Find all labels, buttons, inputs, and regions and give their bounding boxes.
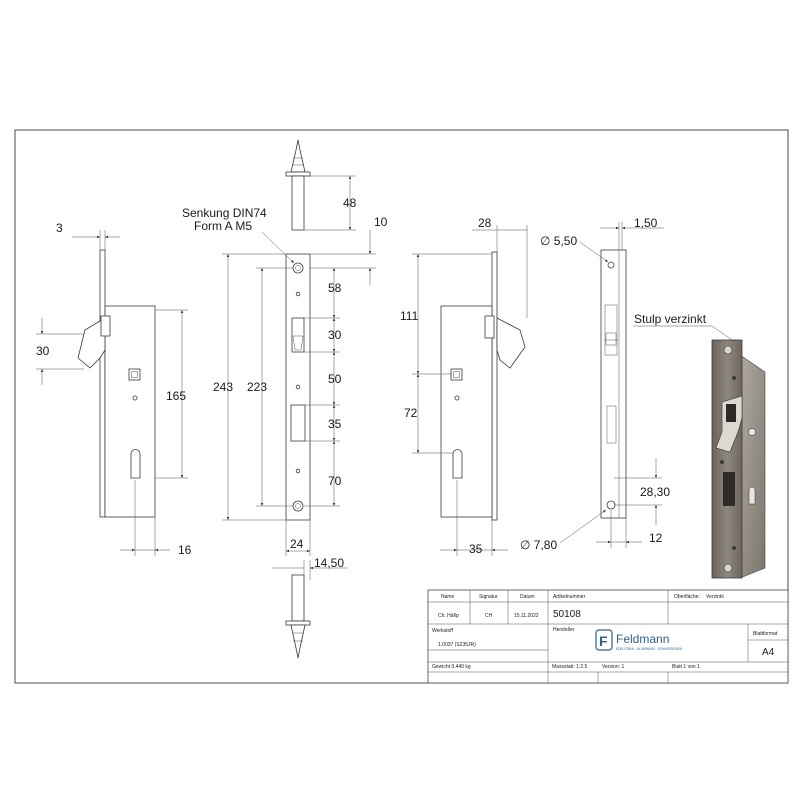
dim-30-side: 30 [36,344,50,358]
right-cylinder-hole [452,449,463,479]
left-cylinder-hole [130,449,141,479]
dim-111: 111 [400,309,419,323]
top-bolt-body [291,175,305,231]
tb-manufacturer-label: Hersteller [553,627,575,633]
dim-16: 16 [178,543,192,557]
right-latch [496,317,526,369]
dim-dia-7-80: ∅ 7,80 [520,538,557,552]
bottom-bolt-body [291,574,305,622]
latch-slot [291,317,305,353]
bottom-screw-hole [292,500,304,512]
deadbolt-slot [290,404,306,442]
bottom-bolt-collar [285,620,311,626]
dim-3: 3 [56,221,63,235]
dim-28-30: 28,30 [640,485,670,499]
rendered-lock-image [633,325,766,579]
dim-48: 48 [343,196,357,210]
section-top-hole [607,261,615,269]
dim-35-bottom: 35 [469,542,483,556]
top-bolt-collar [285,171,311,177]
front-faceplate-view [222,139,376,659]
tb-signature-value: CH [485,613,493,619]
left-case [104,305,156,518]
right-case [440,305,493,518]
tb-sheet-value: Blatt 1 von 1 [672,664,700,670]
dim-dia-5-50: ∅ 5,50 [540,234,577,248]
tb-format-label: Blattformat [753,631,778,637]
dim-14-50: 14,50 [314,556,344,570]
dim-223: 223 [247,380,267,394]
left-pin [132,395,138,401]
section-plate [600,249,627,519]
dim-243: 243 [213,380,233,394]
bottom-bolt-tip [290,624,306,659]
left-latch-block [100,315,111,337]
tb-material-value: 1.0037 (S235JR) [438,642,476,648]
dim-165: 165 [166,389,186,403]
tb-version-value: Version: 1 [602,664,624,670]
dim-58: 58 [328,281,342,295]
tb-date-value: 15.11.2022 [514,613,539,619]
title-block [427,589,789,684]
right-latch-block [484,315,495,339]
left-faceplate [99,249,106,518]
dim-72: 72 [404,406,418,420]
countersink-note-line2: Form A M5 [194,219,252,233]
feldmann-logo-mark: F [599,633,608,649]
right-spindle [450,368,463,381]
left-latch [77,317,106,369]
dim-35: 35 [328,417,342,431]
section-view [559,222,664,548]
left-spindle [128,368,141,381]
tb-name-value: Ch. Häfip [438,613,459,619]
tb-col-surface: Oberfläche: [674,594,700,600]
dim-10: 10 [374,215,388,229]
feldmann-brand-name: Feldmann [616,632,669,646]
dim-70: 70 [328,474,342,488]
top-bolt-tip [290,139,306,173]
section-bottom-hole [606,500,616,510]
tb-col-signature: Signatur [479,594,498,600]
tb-col-article: Artikelnummer [553,594,586,600]
faceplate-note: Stulp verzinkt [634,312,707,326]
dim-1-50: 1,50 [634,216,658,230]
tb-material-label: Werkstoff [432,628,454,634]
right-side-view [412,225,528,556]
left-side-view [36,230,188,556]
feldmann-brand-tagline: EDELSTAHL · ALUMINIUM · SCHMIEDEISEN [616,647,683,651]
dim-24: 24 [290,537,304,551]
sheet-frame [14,129,789,684]
top-screw-hole [292,262,304,274]
tb-scale-value: Massstab: 1:2.5 [552,664,588,670]
tb-format-value: A4 [762,647,775,658]
dim-30: 30 [328,328,342,342]
tb-col-date: Datum [520,594,535,600]
dim-50: 50 [328,372,342,386]
dim-12: 12 [649,531,663,545]
right-faceplate [491,251,498,521]
tb-weight-value: Gewicht 0.440 kg [432,664,471,670]
countersink-note-line1: Senkung DIN74 [182,206,267,220]
tb-article-value: 50108 [553,609,581,620]
dim-28: 28 [478,216,492,230]
tb-col-name: Name [441,594,455,600]
tb-surface-value: Verzinkt [706,594,724,600]
